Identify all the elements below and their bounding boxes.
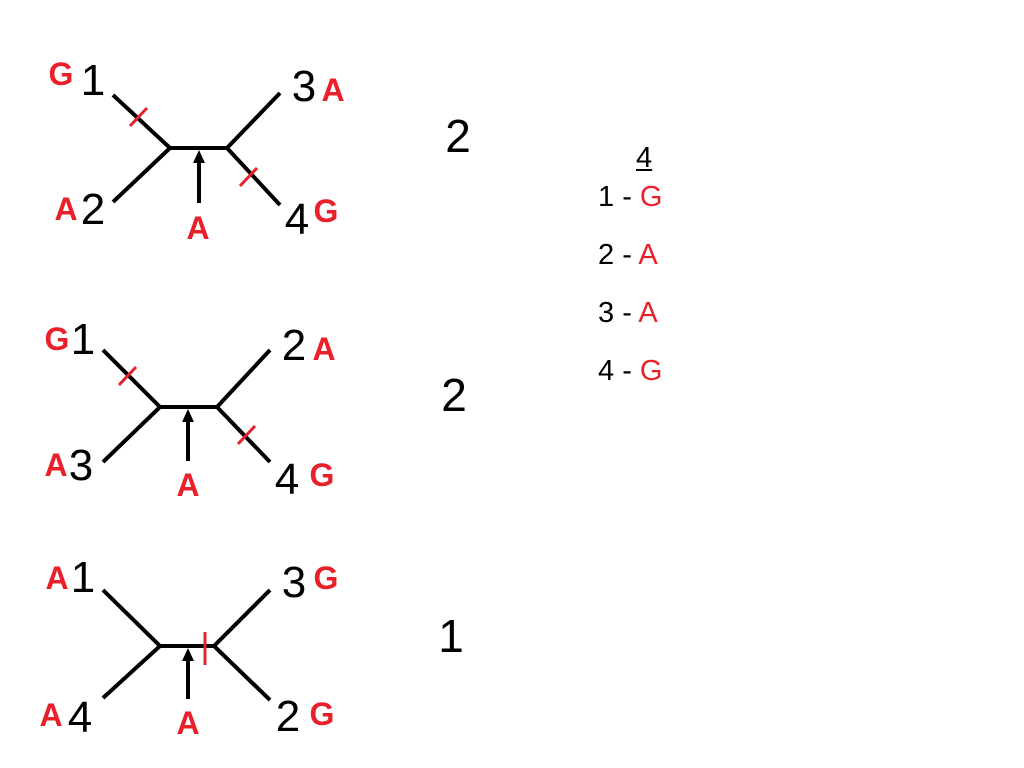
branch-top-left — [101, 348, 162, 409]
legend-number: 2 — [598, 239, 615, 271]
root-arrow-icon — [182, 648, 194, 661]
root-arrow-icon — [193, 150, 205, 163]
legend-number: 3 — [598, 297, 615, 329]
legend-row: 4 - G — [598, 356, 662, 414]
branch-top-right — [212, 588, 272, 648]
legend-state: A — [638, 297, 658, 329]
branch-bottom-left — [101, 644, 162, 700]
leaf-state: A — [321, 72, 344, 108]
legend-row: 3 - A — [598, 298, 662, 356]
legend-number: 4 — [598, 355, 615, 387]
change-tick — [236, 424, 257, 446]
leaf-state: A — [44, 447, 67, 483]
leaf-state: G — [45, 321, 70, 357]
leaf-number: 2 — [276, 692, 300, 741]
legend-separator: - — [614, 239, 639, 271]
root-state: A — [176, 705, 199, 741]
tree-2: G 1 A 3 2 A 4 G A 2 — [44, 315, 466, 504]
leaf-state: G — [310, 696, 335, 732]
branch-top-left — [101, 588, 162, 648]
legend-header: 4 — [636, 142, 653, 174]
leaf-state: A — [54, 191, 77, 227]
legend-number: 1 — [598, 181, 615, 213]
legend-row: 1 - G — [598, 182, 662, 240]
legend-state: G — [639, 181, 663, 213]
tree-1: G 1 A 2 3 A 4 G A 2 — [49, 56, 471, 246]
legend-row: 2 - A — [598, 240, 662, 298]
leaf-number: 4 — [275, 455, 299, 504]
branch-bottom-right — [215, 405, 272, 464]
branch-bottom-right — [212, 644, 272, 702]
branch-top-right — [225, 91, 282, 150]
tree-score: 1 — [438, 610, 464, 662]
leaf-state: A — [312, 331, 335, 367]
leaf-number: 1 — [71, 315, 95, 364]
branch-bottom-left — [111, 146, 172, 204]
legend-separator: - — [614, 297, 639, 329]
leaf-state: G — [314, 560, 339, 596]
leaf-number: 1 — [81, 56, 105, 105]
change-tick — [128, 106, 149, 128]
legend-state: A — [638, 239, 658, 271]
legend-separator: - — [614, 355, 640, 387]
legend-state: G — [639, 355, 663, 387]
leaf-number: 3 — [282, 558, 306, 607]
leaf-state: G — [310, 457, 335, 493]
branch-top-right — [215, 348, 272, 409]
legend-separator: - — [614, 181, 640, 213]
root-state: A — [186, 210, 209, 246]
leaf-number: 4 — [68, 693, 92, 742]
root-state: A — [176, 467, 199, 503]
leaf-state: A — [45, 560, 68, 596]
branch-bottom-right — [225, 146, 282, 207]
leaf-number: 4 — [285, 195, 309, 244]
leaf-number: 3 — [292, 62, 316, 111]
leaf-state-legend: 4 1 - G 2 - A 3 - A 4 - G — [598, 140, 662, 414]
tree-3: A 1 A 4 3 G 2 G A 1 — [39, 553, 463, 742]
leaf-number: 2 — [81, 185, 105, 234]
leaf-number: 2 — [282, 321, 306, 370]
change-tick — [238, 166, 259, 188]
leaf-number: 1 — [71, 553, 95, 602]
leaf-state: G — [49, 56, 74, 92]
leaf-number: 3 — [69, 441, 93, 490]
tree-score: 2 — [445, 110, 471, 162]
leaf-state: G — [314, 193, 339, 229]
change-tick — [117, 365, 138, 387]
root-arrow-icon — [182, 409, 194, 422]
branch-bottom-left — [101, 405, 162, 464]
branch-top-left — [111, 93, 172, 150]
tree-score: 2 — [441, 369, 467, 421]
leaf-state: A — [39, 697, 62, 733]
